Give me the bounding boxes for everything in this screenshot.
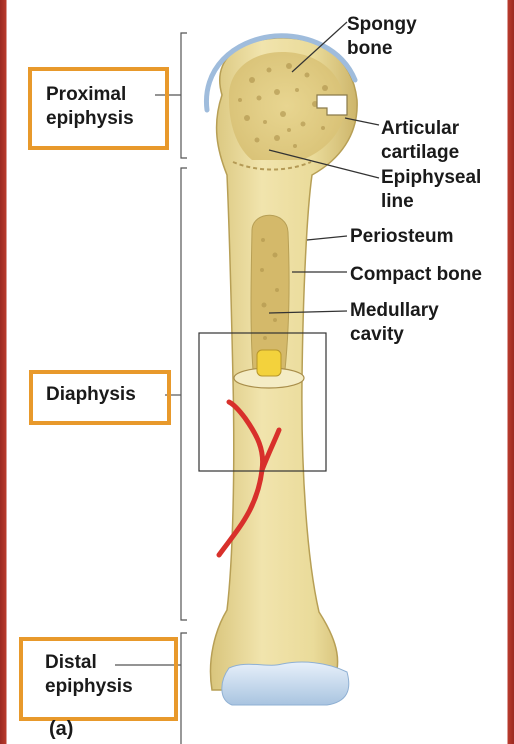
figure-label: (a): [49, 718, 74, 740]
section-inset-box: [198, 332, 327, 472]
medullary-pores: [260, 238, 279, 340]
long-bone-illustration: [115, 21, 380, 744]
distal-cartilage: [221, 661, 350, 706]
diaphysis-highlight: [29, 370, 171, 425]
proximal-cartilage: [203, 33, 358, 113]
distal-bracket: [180, 632, 187, 744]
proximal-bracket: [180, 32, 187, 159]
proximal-epiphysis-label: Proximal epiphysis: [46, 84, 134, 129]
spongy-bone-region: [228, 52, 345, 160]
compact-bone-label: Compact bone: [350, 264, 482, 285]
medullary-cavity-label: Medullary cavity: [350, 300, 439, 345]
articular-notch: [316, 94, 348, 116]
distal-epiphysis-highlight: [19, 637, 178, 721]
nutrient-artery: [216, 399, 282, 558]
periosteum-label: Periosteum: [350, 226, 454, 247]
yellow-marrow: [256, 349, 282, 377]
spongy-bone-label: Spongy bone: [347, 14, 417, 59]
medullary-cavity-region: [250, 214, 290, 371]
diaphysis-label: Diaphysis: [46, 384, 136, 405]
distal-epiphysis-label: Distal epiphysis: [45, 652, 133, 697]
proximal-epiphysis-highlight: [28, 67, 169, 150]
diaphysis-bracket: [180, 167, 187, 621]
epiphyseal-line-mark: [232, 161, 312, 171]
epiphyseal-line-label: Epiphyseal line: [381, 167, 482, 212]
bone-diagram: Proximal epiphysis Diaphysis Distal epip…: [7, 0, 507, 744]
articular-cartilage-label: Articular cartilage: [381, 118, 460, 163]
